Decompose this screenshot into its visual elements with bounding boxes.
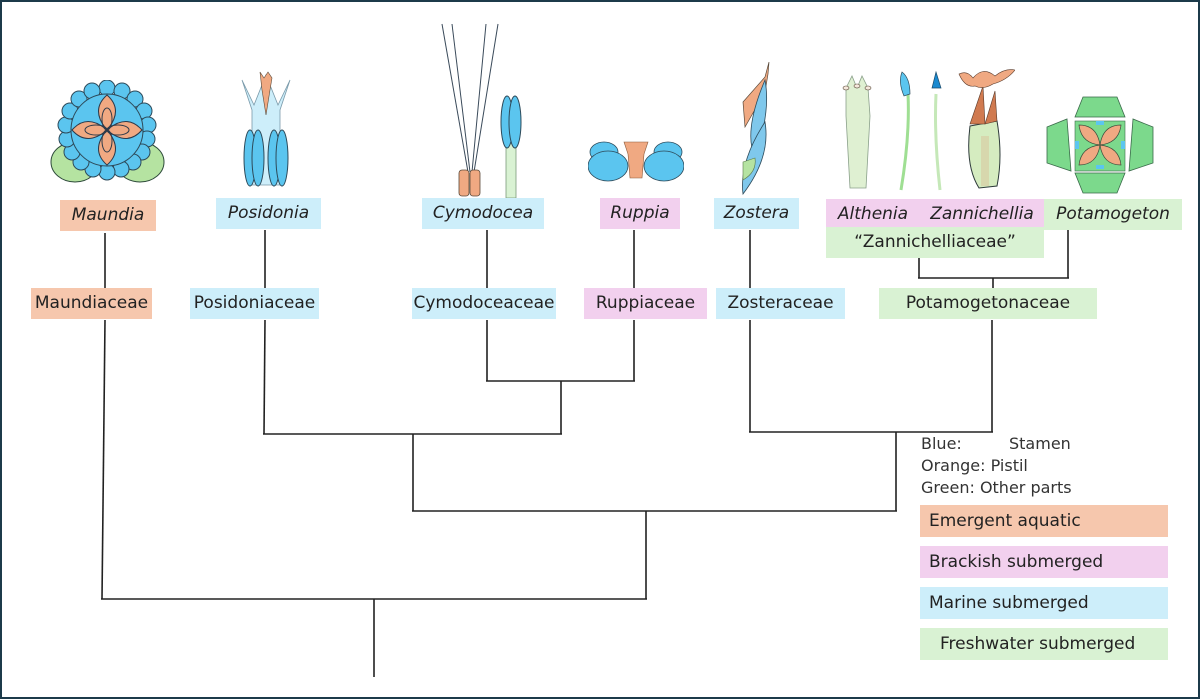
genus-label-maundia: Maundia: [60, 200, 156, 231]
genus-label-potamogeton: Potamogeton: [1044, 199, 1182, 230]
color-key: Blue:Stamen Orange: Pistil Green: Other …: [921, 433, 1072, 499]
branch-posidonia: [263, 319, 266, 435]
family-label-cymodoceaceae: Cymodoceaceae: [412, 288, 556, 319]
althenia-flower-icon: [842, 75, 872, 189]
family-label-maundiaceae: Maundiaceae: [31, 288, 152, 319]
branch-maundia: [101, 319, 106, 600]
family-label-potamogetonaceae: Potamogetonaceae: [879, 288, 1097, 319]
color-key-stamen: Blue:Stamen: [921, 434, 1071, 453]
genus-label-cymodocea: Cymodocea: [422, 198, 544, 229]
ruppia-flower-icon: [588, 141, 684, 182]
genus-label-zannichellia: Zannichellia: [920, 199, 1044, 230]
genus-label-zostera: Zostera: [714, 198, 799, 229]
family-label-ruppiaceae: Ruppiaceae: [584, 288, 707, 319]
genus-label-ruppia: Ruppia: [600, 198, 680, 229]
family-label-posidoniaceae: Posidoniaceae: [190, 288, 319, 319]
genus-label-althenia: Althenia: [826, 199, 920, 230]
legend-brackish-submerged: Brackish submerged: [920, 546, 1168, 578]
zostera-flower-icon: [742, 62, 770, 196]
zannichellia-pistil-icon: [958, 69, 1015, 189]
zannichellia-stamens-icon: [899, 70, 942, 191]
potamogeton-flower-icon: [1046, 96, 1154, 194]
legend-emergent-aquatic: Emergent aquatic: [920, 505, 1168, 537]
family-label-zosteraceae: Zosteraceae: [716, 288, 845, 319]
genus-label-posidonia: Posidonia: [216, 198, 321, 229]
cymodocea-flowers-icon: [441, 23, 522, 198]
posidonia-flower-icon: [241, 71, 291, 187]
legend-marine-submerged: Marine submerged: [920, 587, 1168, 619]
color-key-pistil: Orange: Pistil: [921, 456, 1028, 475]
color-key-other: Green: Other parts: [921, 478, 1072, 497]
subgroup-label-zannichelliaceae: “Zannichelliaceae”: [826, 227, 1044, 258]
legend-freshwater-submerged: Freshwater submerged: [920, 628, 1168, 660]
maundia-flower-icon: [50, 80, 165, 183]
